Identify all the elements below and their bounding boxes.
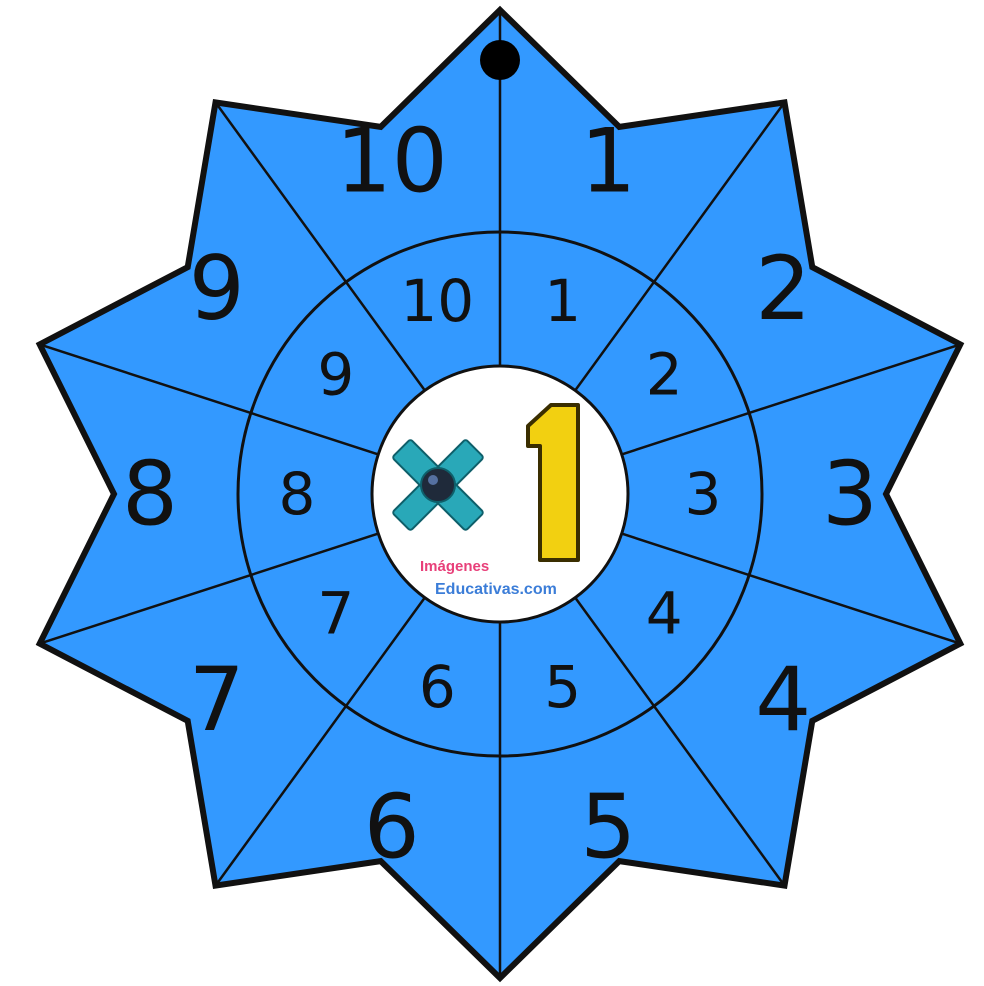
inner-number-1: 1 — [544, 267, 581, 335]
brand-line-2: Educativas.com — [435, 581, 557, 598]
brand-line-1: Imágenes — [420, 558, 489, 575]
inner-number-5: 5 — [544, 653, 581, 721]
inner-number-8: 8 — [279, 460, 316, 528]
outer-number-1: 1 — [580, 110, 636, 213]
inner-number-3: 3 — [685, 460, 722, 528]
inner-number-10: 10 — [400, 267, 474, 335]
inner-number-4: 4 — [646, 579, 683, 647]
outer-number-3: 3 — [822, 443, 878, 546]
outer-number-2: 2 — [755, 237, 811, 340]
hang-hole — [480, 40, 520, 80]
outer-number-9: 9 — [189, 237, 245, 340]
outer-number-7: 7 — [189, 648, 245, 751]
inner-number-2: 2 — [646, 341, 683, 409]
outer-number-4: 4 — [755, 648, 811, 751]
inner-number-6: 6 — [419, 653, 456, 721]
inner-number-9: 9 — [317, 341, 354, 409]
outer-number-10: 10 — [336, 110, 448, 213]
outer-number-6: 6 — [364, 775, 420, 878]
inner-number-7: 7 — [317, 579, 354, 647]
outer-number-8: 8 — [122, 443, 178, 546]
outer-number-5: 5 — [580, 775, 636, 878]
